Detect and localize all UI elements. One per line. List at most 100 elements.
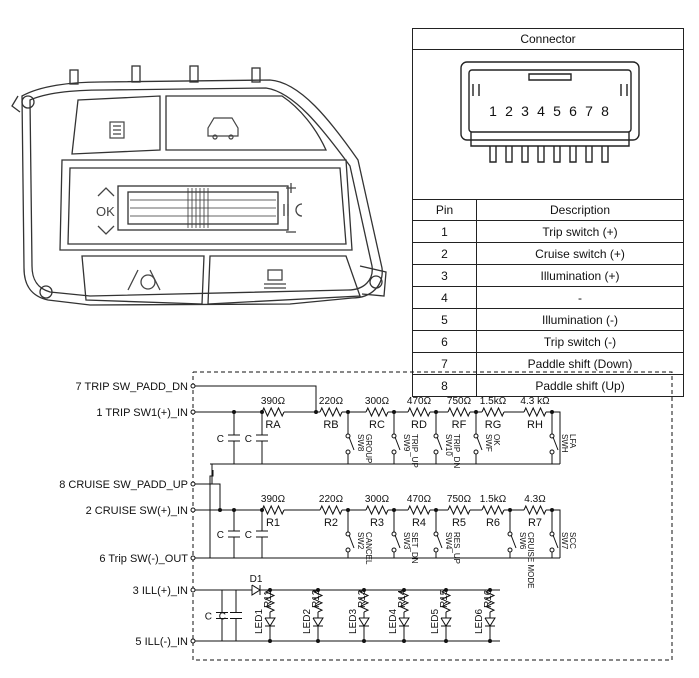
resistor-name: R1 (266, 517, 280, 529)
capacitor-label: C (217, 434, 224, 445)
led-body (312, 617, 324, 627)
switch-contact (549, 531, 555, 537)
ok-label: OK (96, 204, 115, 219)
pin-description-cell: Trip switch (+) (476, 220, 684, 243)
switch-function: CANCEL (364, 532, 373, 565)
switch-function: CRUISE MODE (526, 532, 535, 588)
junction-dot (232, 410, 236, 414)
led-body (264, 617, 276, 627)
led-resistor-label: R13 (357, 589, 368, 608)
led-body (398, 617, 410, 627)
switch-contact (391, 433, 397, 439)
switch-contact (433, 547, 439, 553)
led-resistor-label: R11 (263, 590, 274, 608)
switch-function: RES_UP (452, 532, 461, 564)
pin-description-cell: Illumination (+) (476, 264, 684, 287)
switch-function: SCC (568, 532, 577, 549)
pin-header: Pin (412, 199, 477, 221)
connector-pin-label: 5 ILL(-)_IN (135, 636, 188, 648)
switch-name: SW2 (356, 532, 365, 550)
resistor-name: RA (265, 419, 281, 431)
circuit-schematic: 7 TRIP SW_PADD_DN1 TRIP SW1(+)_IN8 CRUIS… (59, 371, 673, 661)
module-boundary (192, 371, 673, 661)
switch-contact (345, 433, 351, 439)
switch-contact (433, 433, 439, 439)
plus-icon (286, 183, 296, 193)
switch-contact (549, 547, 555, 553)
diode-label: D1 (250, 574, 263, 585)
switch-function: OK (492, 434, 501, 446)
connector-pin-number: 1 (489, 103, 497, 119)
resistor-value: 470Ω (407, 494, 432, 505)
led-label: LED3 (348, 609, 359, 634)
junction-dot (488, 639, 492, 643)
resistor-value: 1.5kΩ (480, 494, 507, 505)
pin-description-cell: Paddle shift (Down) (476, 352, 684, 375)
connector-pin-label: 1 TRIP SW1(+)_IN (96, 407, 188, 419)
led-resistor-label: R15 (439, 589, 450, 608)
connector-pin (505, 146, 513, 163)
junction-dot (232, 508, 236, 512)
trace (195, 483, 221, 510)
resistor (447, 504, 471, 516)
pin-description-cell: Paddle shift (Up) (476, 374, 684, 397)
switch-name: SW6 (518, 532, 527, 550)
resistor (365, 406, 389, 418)
resistor (319, 406, 343, 418)
resistor (398, 589, 410, 613)
switch-contact (433, 449, 439, 455)
resistor-name: RD (411, 419, 427, 431)
switch-blade (394, 534, 401, 549)
resistor-value: 220Ω (319, 494, 344, 505)
resistor (312, 589, 324, 613)
capacitor-label: C (245, 530, 252, 541)
input-terminal (190, 383, 196, 389)
resistor (523, 406, 547, 418)
pin-description-cell: - (476, 286, 684, 309)
resistor-value: 300Ω (365, 396, 390, 407)
switch-contact (549, 449, 555, 455)
switch-name: SWH (560, 434, 569, 453)
pin-number-cell: 1 (412, 220, 477, 243)
switch-contact (507, 547, 513, 553)
connector-pin (489, 146, 497, 163)
resistor (481, 504, 505, 516)
resistor (319, 504, 343, 516)
connector-pin-number: 4 (537, 103, 545, 119)
capacitor-label: C (205, 612, 212, 623)
connector-pin-label: 2 CRUISE SW(+)_IN (86, 505, 188, 517)
switch-blade (510, 534, 517, 549)
resistor-name: RF (452, 419, 467, 431)
switch-blade (436, 436, 443, 451)
resistor-value: 750Ω (447, 494, 472, 505)
resistor (440, 589, 452, 613)
lane-assist-icon (127, 269, 161, 291)
led-resistor-label: R12 (311, 589, 322, 608)
switch-name: SW8 (356, 434, 365, 452)
connector-pin-label: 7 TRIP SW_PADD_DN (76, 381, 189, 393)
connector-pin (521, 146, 529, 163)
switch-contact (345, 547, 351, 553)
pin-number-cell: 2 (412, 242, 477, 265)
switch-contact (507, 531, 513, 537)
resistor (407, 406, 431, 418)
switch-blade (394, 436, 401, 451)
input-terminal (190, 555, 196, 561)
pin-number-cell: 6 (412, 330, 477, 353)
connector-pin-number: 5 (553, 103, 561, 119)
resistor (261, 406, 285, 418)
switch-contact (391, 449, 397, 455)
connector-pin-number: 8 (601, 103, 609, 119)
led-resistor-label: R16 (483, 589, 494, 608)
connector-pin-number: 6 (569, 103, 577, 119)
capacitor-label: C (217, 530, 224, 541)
led-body (358, 617, 370, 627)
switch-blade (348, 534, 355, 549)
resistor-name: RC (369, 419, 385, 431)
